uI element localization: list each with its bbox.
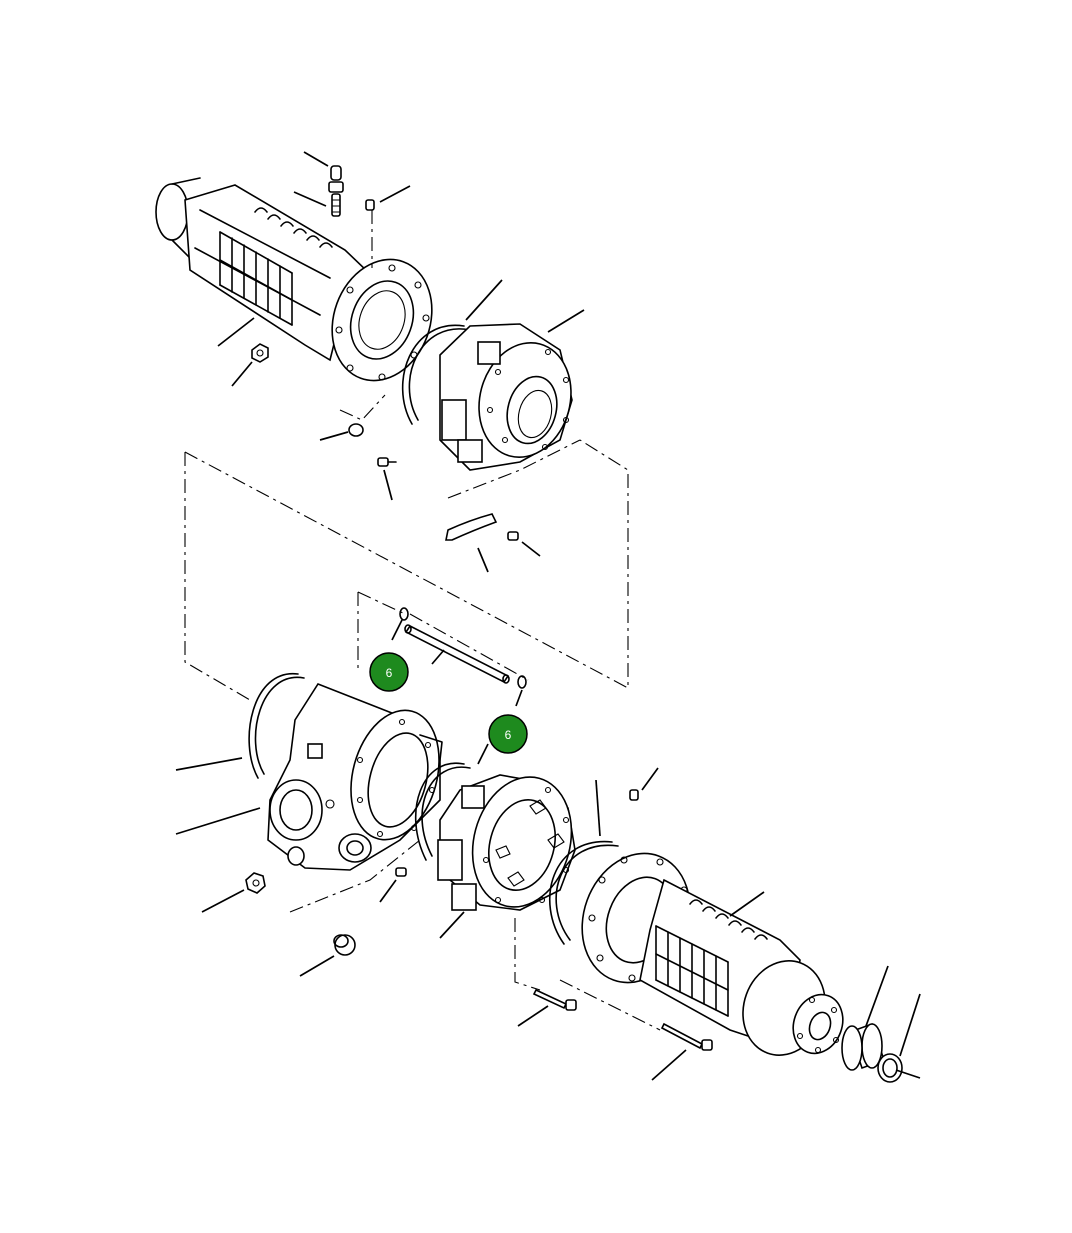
- lower-axle-housing: [581, 789, 844, 1056]
- right-snap-ring: [549, 840, 619, 945]
- assembly-guide-lines: [184, 210, 661, 1031]
- shaft-o-rings: [399, 607, 527, 689]
- breather-fitting: [328, 165, 344, 217]
- callout-label-left: 6: [386, 666, 393, 680]
- drain-plug: [333, 934, 356, 956]
- callout-badge-6-left[interactable]: 6: [369, 652, 409, 692]
- center-small-screw: [395, 867, 407, 877]
- cover-plate: [445, 513, 519, 541]
- differential-housing: [267, 683, 443, 871]
- callout-badge-6-right[interactable]: 6: [488, 714, 528, 754]
- left-snap-ring: [248, 673, 305, 779]
- center-snap-ring: [414, 762, 471, 861]
- callout-label-right: 6: [505, 728, 512, 742]
- leader-lines: [175, 151, 921, 1081]
- seal-ring: [877, 1053, 903, 1083]
- upper-snap-ring: [401, 324, 471, 425]
- upper-screw: [377, 457, 397, 467]
- long-bolt-right: [660, 1022, 713, 1051]
- center-brake-housing: [437, 774, 576, 911]
- upper-brake-housing: [439, 323, 573, 471]
- cross-shaft: [404, 624, 510, 684]
- small-o-ring-upper: [348, 423, 364, 437]
- long-bolt-center: [532, 988, 577, 1011]
- bushing: [841, 1022, 886, 1071]
- upper-axle-housing: [155, 177, 433, 382]
- center-nut: [245, 872, 266, 894]
